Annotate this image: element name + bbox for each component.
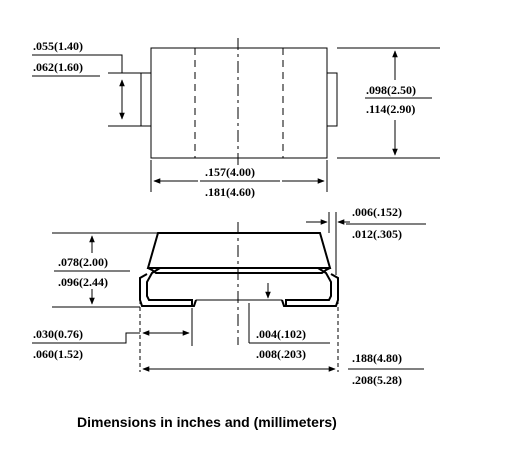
standoff-dimension: .004(.102) .008(.203): [248, 283, 330, 361]
lead-length-leader: [32, 332, 140, 344]
overall-length-max-label: .208(5.28): [352, 373, 402, 387]
pad-width-dimension: .055(1.40) .062(1.60): [32, 39, 141, 127]
body-length-min-label: .157(4.00): [205, 165, 255, 179]
body-length-max-label: .181(4.60): [205, 185, 255, 199]
lead-thickness-min-label: .006(.152): [352, 205, 402, 219]
height-dimension: .078(2.00) .096(2.44): [52, 232, 158, 308]
left-lead-outer: [139, 273, 197, 307]
height-min-label: .078(2.00): [58, 255, 108, 269]
lead-thickness-max-label: .012(.305): [352, 227, 402, 241]
side-view: .078(2.00) .096(2.44) .006(.152) .012(.3…: [32, 205, 426, 387]
body-top-outline: [150, 47, 328, 159]
left-terminal-tab: [140, 72, 152, 127]
units-caption: Dimensions in inches and (millimeters): [77, 414, 337, 430]
pad-width-max-label: .062(1.60): [33, 60, 83, 74]
molded-body-lower-edge: [147, 267, 331, 274]
lead-thickness-dimension: .006(.152) .012(.305): [306, 205, 426, 275]
pad-width-min-label: .055(1.40): [33, 39, 83, 53]
lead-length-max-label: .060(1.52): [33, 347, 83, 361]
body-width-min-label: .098(2.50): [366, 83, 416, 97]
left-lead: [146, 267, 193, 305]
body-width-dimension: .098(2.50) .114(2.90): [337, 47, 440, 159]
lead-length-min-label: .030(0.76): [33, 327, 83, 341]
right-lead: [285, 267, 332, 305]
standoff-max-label: .008(.203): [256, 347, 306, 361]
standoff-min-label: .004(.102): [256, 327, 306, 341]
molded-body-upper: [146, 232, 332, 269]
right-lead-outer: [281, 273, 339, 307]
overall-length-dimension: .188(4.80) .208(5.28): [142, 300, 424, 387]
top-view: .055(1.40) .062(1.60) .098(2.50) .114(2.…: [32, 38, 440, 199]
body-length-dimension: .157(4.00) .181(4.60): [150, 160, 328, 199]
overall-length-min-label: .188(4.80): [352, 351, 402, 365]
lead-length-dimension: .030(0.76) .060(1.52): [32, 300, 193, 372]
pad-width-upper-leader: [100, 54, 123, 73]
right-terminal-tab: [326, 72, 338, 127]
height-max-label: .096(2.44): [58, 275, 108, 289]
body-width-max-label: .114(2.90): [366, 102, 415, 116]
